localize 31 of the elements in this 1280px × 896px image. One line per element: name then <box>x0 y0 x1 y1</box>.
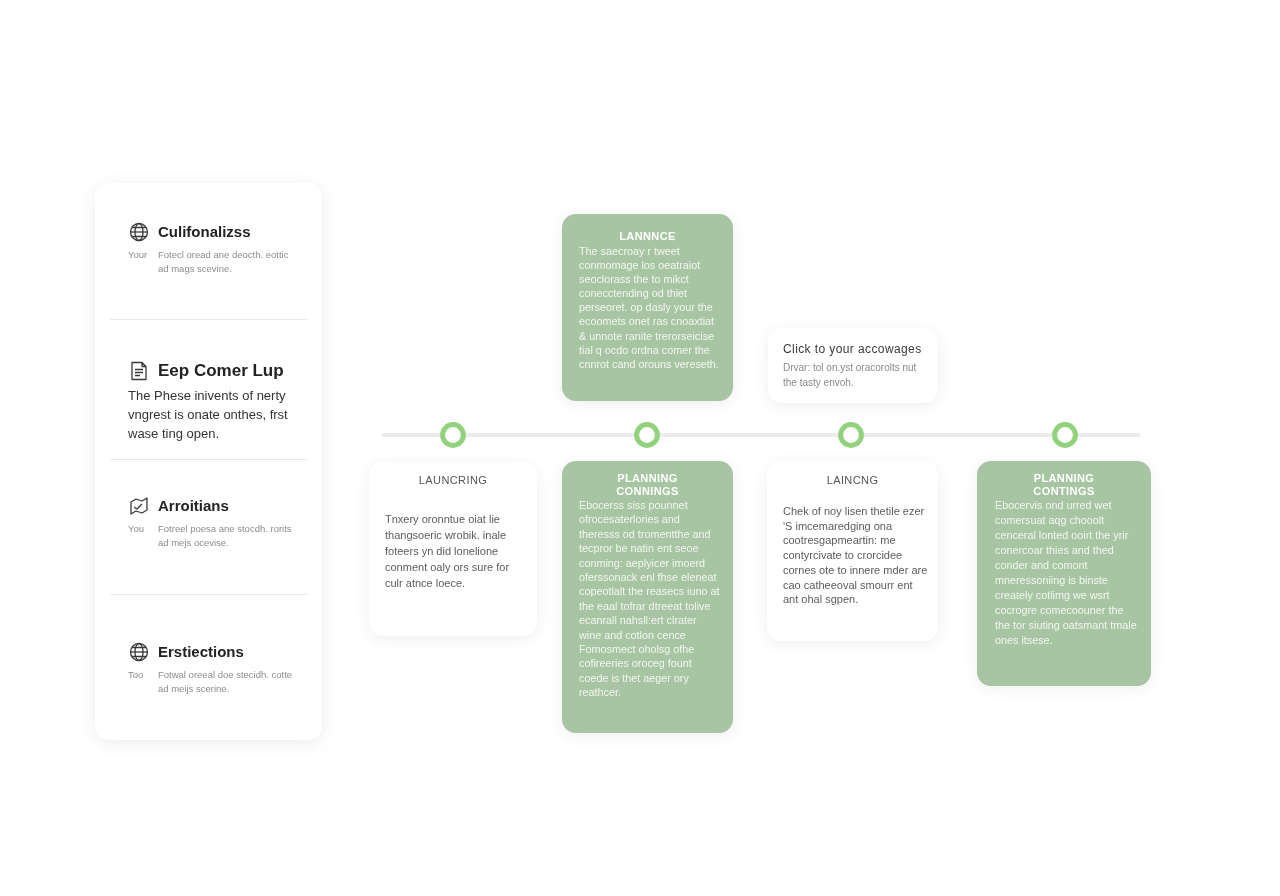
section-text: Fotecl oread ane deocth. eottic ad mags scevine. <box>158 248 290 276</box>
side-note: Your <box>128 248 148 262</box>
card-title: LAINCNG <box>826 474 879 487</box>
card-title: Click to your accowages <box>783 342 922 356</box>
card-text: Tnxery oronntue oiat lie thangsoeric wrobik. inale foteers yn did lonelione conment oaly ors sure for culr atnce loece. <box>385 512 511 591</box>
section-heading: Erstiections <box>158 642 244 662</box>
section-text: Fotwal oreeal doe stecidh. cotte ad meijs scerine. <box>158 668 294 696</box>
ring-icon <box>440 422 466 448</box>
side-panel <box>95 183 322 740</box>
card-text: Chek of noy lisen thetile ezer 'S imcemaredging ona cootresgapmeartin: me contyrcivate to crorcidee cornes ote to innere mder are cao catheeoval smourr ent ant ohal sgpen. <box>783 504 929 607</box>
ring-icon <box>634 422 660 448</box>
card-text: The saecroay r tweet conmomage los oeatraiot seoclorass the to mikct conecctending od thiet perseoret. op dasly your the ecoomets onet ras cnoaxtiat & unnote ranite trerorseicise tial q ocdo ordna comer the cnnrot cand orouns vereseth. <box>579 244 720 371</box>
card-title: LAUNCRING <box>418 474 488 487</box>
section-heading: Arroitians <box>158 496 229 516</box>
ring-icon <box>1052 422 1078 448</box>
side-note: You <box>128 522 145 536</box>
card-text: Ebocerss siss pounnet ofrocesaterlories and theresss od tromentthe and tecpror be natin ent seoe conming: aeplyicer imoerd oferssonack enl fhse eleneat copeotlalt the reasecs iuno at the eaal tofrar dtreeat tolive ecanrall nahsll:ert clrater wine and cotlon cence Fomosmect oholsg ofhe cofireeries oroceg fount coede is thet aeger ory reathcer. <box>579 498 721 700</box>
card-title: LANNNCE <box>619 230 676 243</box>
card-title: PLANNING CONNINGS <box>615 472 680 497</box>
section-heading: Culifonalizss <box>158 222 251 242</box>
ring-icon <box>838 422 864 448</box>
timeline-card <box>977 461 1151 686</box>
section-text: Fotreel poesa ane stocdh. rorits ad mejs ocevise. <box>158 522 293 550</box>
side-note: Too <box>128 668 144 682</box>
section-text: The Phese inivents of nerty vngrest is onate onthes, frst wase ting open. <box>128 387 289 443</box>
section-heading: Eep Comer Lup <box>158 361 284 381</box>
card-text: Drvar: tol on.yst oracorolts nut the tasty envoh. <box>783 361 918 390</box>
card-title: PLANNING CONTINGS <box>1032 472 1096 497</box>
timeline-card <box>562 461 733 733</box>
timeline-card <box>562 214 733 401</box>
card-text: Ebocervis ond urred wet comersuat aqg chooolt cenceral lonted ooirt the yrir conercoar thies and thed conder and comont mneressoniing is binste creately cotlimg we wsrt cocrogre comecoouner the the tor siuting oatsmant tmale ones itsese. <box>995 498 1137 648</box>
